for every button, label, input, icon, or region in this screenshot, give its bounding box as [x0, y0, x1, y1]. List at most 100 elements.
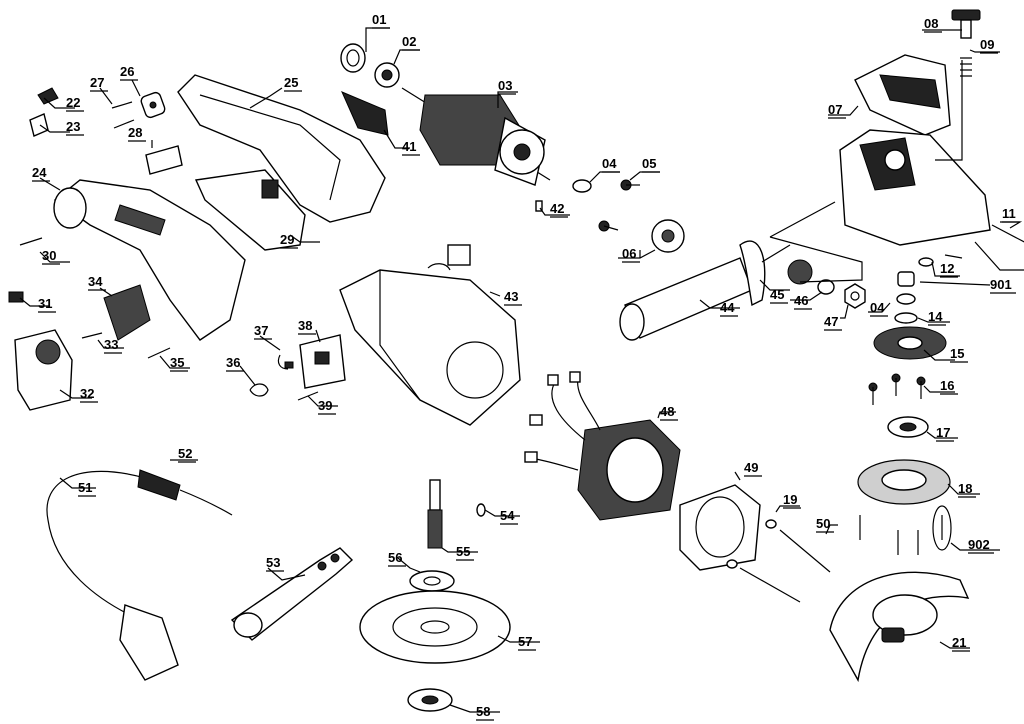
part-30-screw: [19, 237, 43, 246]
label-14: 14: [928, 309, 943, 324]
part-58-clamping-nut: [407, 688, 453, 712]
leader-lines: [19, 27, 1024, 713]
label-56: 56: [388, 550, 402, 565]
part-07-gear-cover: [854, 54, 951, 136]
part-55-spindle: [427, 479, 443, 549]
part-56-flange: [409, 570, 455, 592]
part-18-bearing-flange: [857, 459, 951, 505]
part-06-bearing: [651, 219, 685, 253]
label-underlines: [32, 27, 1020, 721]
assembly-lines: [769, 60, 963, 283]
part-05-screw: [598, 179, 640, 232]
label-05: 05: [642, 156, 656, 171]
label-902: 902: [968, 537, 990, 552]
label-37: 37: [254, 323, 268, 338]
part-01-bushing: [340, 43, 366, 73]
part-24-rear-housing: [53, 179, 246, 341]
part-31-brush: [8, 291, 24, 303]
label-28: 28: [128, 125, 142, 140]
label-04-top: 04: [602, 156, 617, 171]
label-12: 12: [940, 261, 954, 276]
part-49-air-baffle: [679, 484, 761, 571]
label-22: 22: [66, 95, 80, 110]
label-11: 11: [1002, 206, 1016, 221]
part-52-cable-sleeve: [137, 469, 233, 516]
part-54-key: [476, 503, 486, 517]
part-29-switch: [194, 169, 306, 251]
part-45-nut: [787, 259, 813, 285]
label-04-bottom: 04: [870, 300, 885, 315]
label-24: 24: [32, 165, 47, 180]
part-41-vent-cover: [341, 91, 389, 136]
part-50-long-screws: [739, 529, 831, 603]
label-07: 07: [828, 102, 842, 117]
label-41: 41: [402, 139, 416, 154]
part-27-screws: [111, 101, 135, 129]
label-44: 44: [720, 300, 735, 315]
part-46-washer: [817, 279, 835, 295]
part-26-bracket: [140, 91, 166, 119]
part-16-screws: [868, 373, 926, 405]
label-50: 50: [816, 516, 830, 531]
label-18: 18: [958, 481, 972, 496]
label-901: 901: [990, 277, 1012, 292]
part-51-power-cable: [46, 470, 179, 681]
label-03: 03: [498, 78, 512, 93]
part-11-screw: [991, 224, 1024, 243]
label-43: 43: [504, 289, 518, 304]
part-03-armature: [401, 87, 551, 186]
part-23-plate: [29, 113, 49, 137]
label-39: 39: [318, 398, 332, 413]
label-47: 47: [824, 314, 838, 329]
part-04-spindle-washer: [896, 271, 916, 305]
label-31: 31: [38, 296, 52, 311]
label-15: 15: [950, 346, 964, 361]
label-51: 51: [78, 480, 92, 495]
label-36: 36: [226, 355, 240, 370]
part-902-screws: [859, 505, 952, 555]
part-32-end-cap: [14, 329, 73, 411]
part-37-wire: [277, 354, 294, 370]
label-42: 42: [550, 201, 564, 216]
label-53: 53: [266, 555, 280, 570]
label-35: 35: [170, 355, 184, 370]
part-38-brush-holder: [299, 334, 346, 389]
label-17: 17: [936, 425, 950, 440]
label-01: 01: [372, 12, 386, 27]
part-connector: [427, 244, 471, 271]
part-12-clip: [918, 257, 934, 267]
label-02: 02: [402, 34, 416, 49]
part-33-screw: [81, 332, 103, 339]
part-28-block: [145, 145, 183, 175]
part-34-cover-plate: [103, 284, 151, 341]
label-45: 45: [770, 287, 784, 302]
part-labels: 01 02 03 04 05 42 06 07 08 09 11 12 901 …: [32, 12, 1016, 719]
label-23: 23: [66, 119, 80, 134]
part-42-key: [535, 200, 543, 212]
label-54: 54: [500, 508, 515, 523]
label-21: 21: [952, 635, 966, 650]
label-46: 46: [794, 293, 808, 308]
label-19: 19: [783, 492, 797, 507]
label-29: 29: [280, 232, 294, 247]
label-55: 55: [456, 544, 470, 559]
label-25: 25: [284, 75, 298, 90]
label-30: 30: [42, 248, 56, 263]
part-gear-head-housing: [839, 129, 991, 246]
part-02-bearing: [374, 62, 400, 88]
label-26: 26: [120, 64, 134, 79]
part-35-screw: [147, 347, 171, 359]
part-36-spring: [249, 383, 269, 397]
label-57: 57: [518, 634, 532, 649]
part-53-spanner: [230, 547, 354, 641]
part-14-ring: [894, 312, 918, 324]
part-21-wheel-guard: [829, 571, 970, 683]
label-32: 32: [80, 386, 94, 401]
label-48: 48: [660, 404, 674, 419]
label-27: 27: [90, 75, 104, 90]
part-22-clip: [37, 87, 59, 105]
part-19-washer: [726, 519, 777, 569]
part-44-side-handle: [619, 240, 791, 341]
